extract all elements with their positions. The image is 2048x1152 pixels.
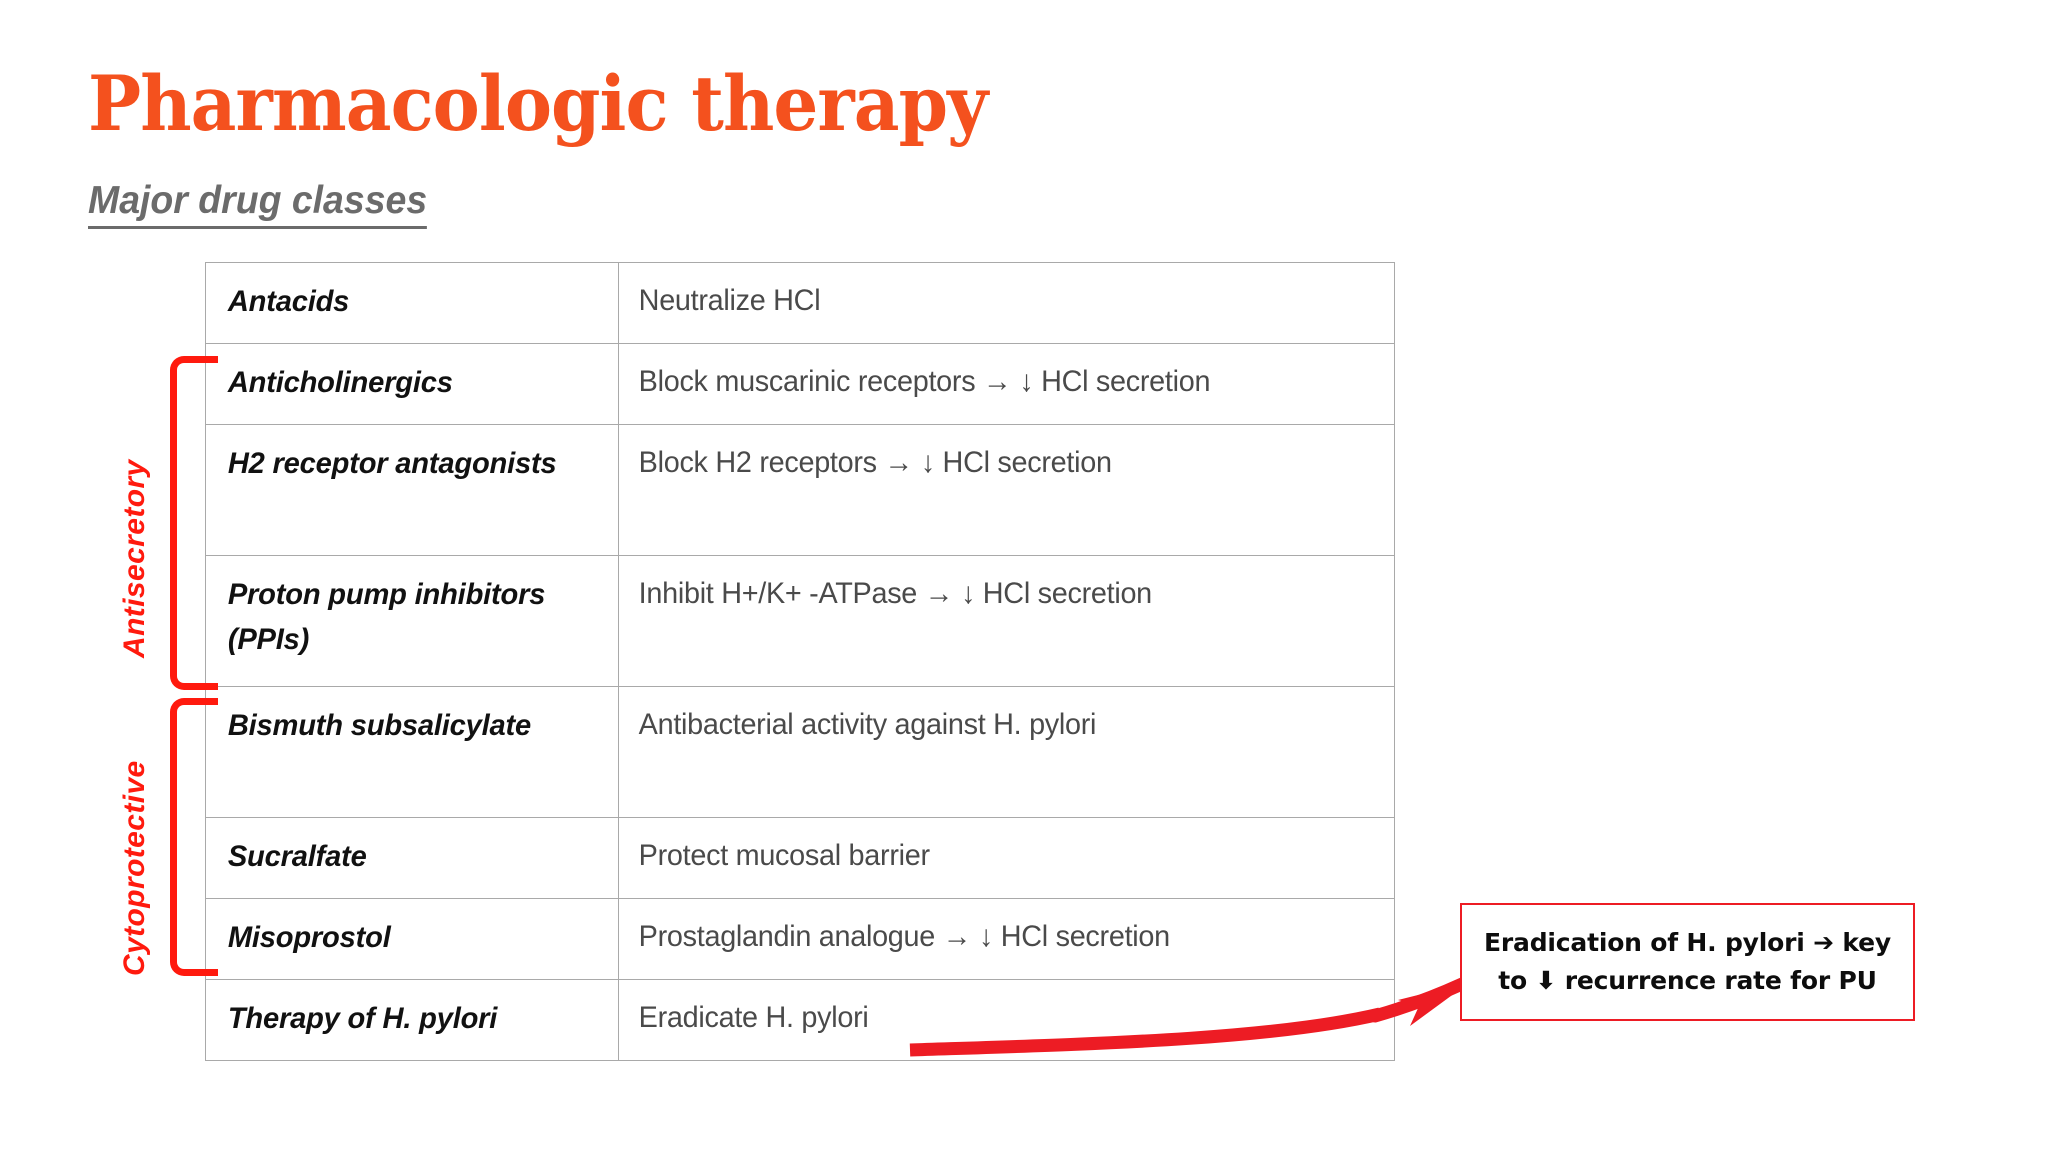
drug-name-cell: Proton pump inhibitors (PPIs) [205, 555, 607, 687]
drug-action-cell: Block muscarinic receptors → ↓ HCl secre… [618, 343, 1364, 425]
table-row: H2 receptor antagonists Block H2 recepto… [205, 424, 1395, 556]
callout-text: Eradication of H. pylori ➔ key to ⬇ recu… [1472, 924, 1903, 1000]
drug-name-cell: Anticholinergics [205, 343, 607, 425]
drug-name-cell: Antacids [205, 262, 607, 344]
cytoprotective-bracket-icon [170, 698, 218, 976]
drug-action-cell: Antibacterial activity against H. pylori [618, 686, 1364, 818]
drug-action-cell: Prostaglandin analogue → ↓ HCl secretion [618, 898, 1364, 980]
drug-name-cell: Bismuth subsalicylate [205, 686, 607, 818]
drug-action-cell: Protect mucosal barrier [618, 817, 1364, 899]
drug-action-cell: Neutralize HCl [618, 262, 1364, 344]
callout-line-1: Eradication of H. pylori ➔ key [1484, 928, 1891, 957]
callout-box: Eradication of H. pylori ➔ key to ⬇ recu… [1460, 903, 1915, 1021]
group-label-antisecretory: Antisecretory [118, 459, 151, 658]
drug-classes-table: Antacids Neutralize HCl Anticholinergics… [205, 262, 1395, 1061]
page-subtitle: Major drug classes [88, 178, 428, 229]
table-row: Sucralfate Protect mucosal barrier [205, 817, 1395, 899]
page-title: Pharmacologic therapy [88, 59, 988, 148]
group-label-cytoprotective: Cytoprotective [118, 760, 151, 976]
table-row: Misoprostol Prostaglandin analogue → ↓ H… [205, 898, 1395, 980]
drug-name-cell: Misoprostol [205, 898, 607, 980]
drug-action-cell: Inhibit H+/K+ -ATPase → ↓ HCl secretion [618, 555, 1364, 687]
table-row: Proton pump inhibitors (PPIs) Inhibit H+… [205, 555, 1395, 687]
antisecretory-bracket-icon [170, 356, 218, 690]
drug-action-cell: Block H2 receptors → ↓ HCl secretion [618, 424, 1364, 556]
table-row: Bismuth subsalicylate Antibacterial acti… [205, 686, 1395, 818]
drug-name-cell: Therapy of H. pylori [205, 979, 607, 1061]
drug-name-cell: Sucralfate [205, 817, 607, 899]
callout-line-2: to ⬇ recurrence rate for PU [1498, 966, 1877, 995]
drug-name-cell: H2 receptor antagonists [205, 424, 607, 556]
drug-action-cell: Eradicate H. pylori [618, 979, 1364, 1061]
table-row: Therapy of H. pylori Eradicate H. pylori [205, 979, 1395, 1061]
table-row: Antacids Neutralize HCl [205, 262, 1395, 344]
table-row: Anticholinergics Block muscarinic recept… [205, 343, 1395, 425]
